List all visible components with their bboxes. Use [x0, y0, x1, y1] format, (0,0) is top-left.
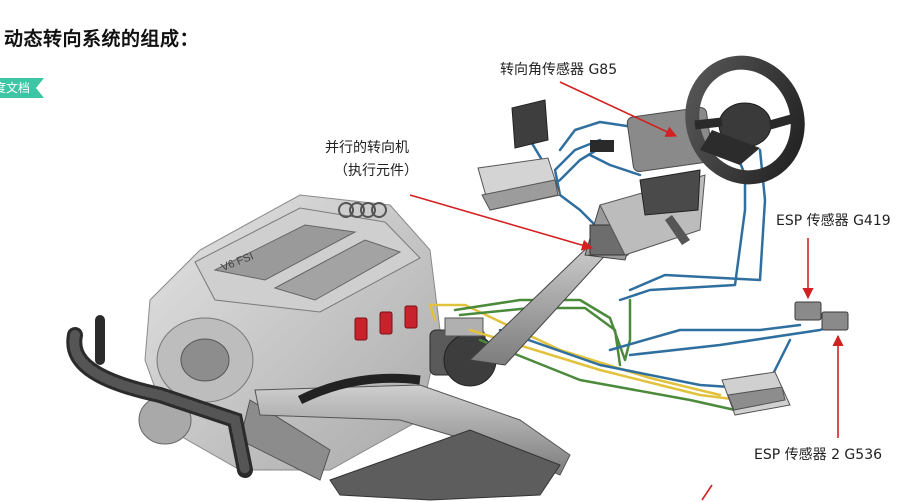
- esp-sensor-g419: [794, 301, 849, 331]
- steering-column: [468, 169, 706, 366]
- arrow-steering-angle-sensor: [559, 81, 678, 137]
- label-parallel-steering-gear: 并行的转向机: [325, 140, 409, 156]
- label-esp-sensor-g419: ESP 传感器 G419: [776, 213, 891, 229]
- label-steering-angle-sensor: 转向角传感器 G85: [500, 62, 618, 78]
- doc-badge[interactable]: 度文档: [0, 78, 44, 98]
- control-unit-steering: [477, 157, 561, 211]
- page-title: 动态转向系统的组成：: [4, 28, 200, 50]
- control-unit-upper: [511, 99, 614, 152]
- arrow-bottom: [701, 484, 713, 501]
- esp-sensor-g536: [721, 371, 791, 416]
- audi-rings-logo: [338, 202, 387, 218]
- steering-wheel: [626, 55, 805, 185]
- label-esp-sensor-g536: ESP 传感器 2 G536: [754, 447, 883, 463]
- arrow-parallel-steering-gear: [409, 194, 594, 251]
- hose-assembly: [66, 315, 253, 478]
- ignition-coils: [354, 305, 418, 341]
- callout-arrows: [409, 81, 844, 501]
- label-actuator: （执行元件）: [334, 163, 418, 179]
- engine: V6 FSI: [138, 194, 441, 481]
